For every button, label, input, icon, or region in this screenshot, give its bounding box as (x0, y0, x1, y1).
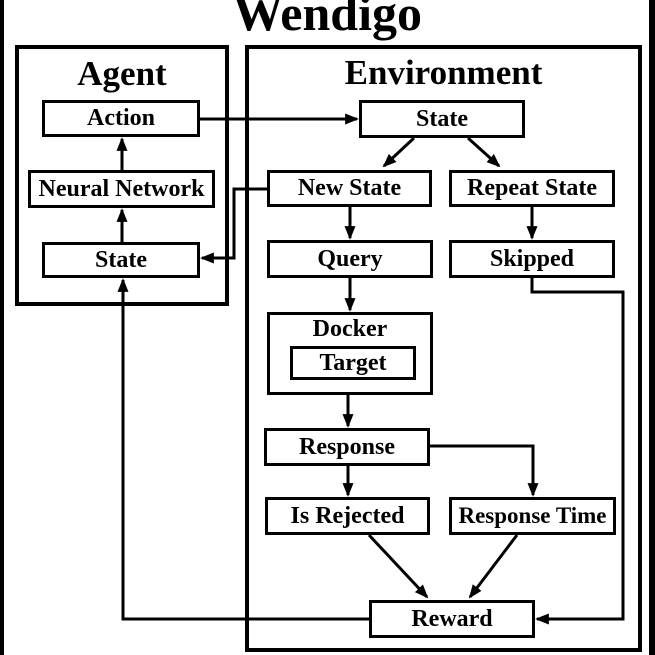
node-response-time: Response Time (449, 497, 616, 535)
node-action: Action (42, 100, 200, 137)
node-is-rejected: Is Rejected (265, 497, 430, 535)
environment-container-label: Environment (344, 53, 543, 92)
node-repeat-state: Repeat State (449, 170, 615, 207)
diagram-title: Wendigo (233, 0, 422, 41)
node-response: Response (264, 428, 430, 466)
node-reward: Reward (369, 600, 535, 638)
node-new-state: New State (267, 170, 432, 207)
node-docker: Docker Target (267, 312, 433, 395)
figure-left-border (0, 0, 4, 655)
figure-right-border (649, 0, 655, 655)
node-skipped: Skipped (449, 240, 615, 278)
agent-container-label: Agent (77, 54, 167, 93)
node-environment-state: State (359, 100, 525, 138)
node-query: Query (267, 240, 433, 278)
node-agent-state: State (42, 242, 200, 278)
node-docker-label: Docker (312, 316, 388, 342)
node-target: Target (290, 346, 416, 380)
node-neural-network: Neural Network (28, 170, 215, 208)
